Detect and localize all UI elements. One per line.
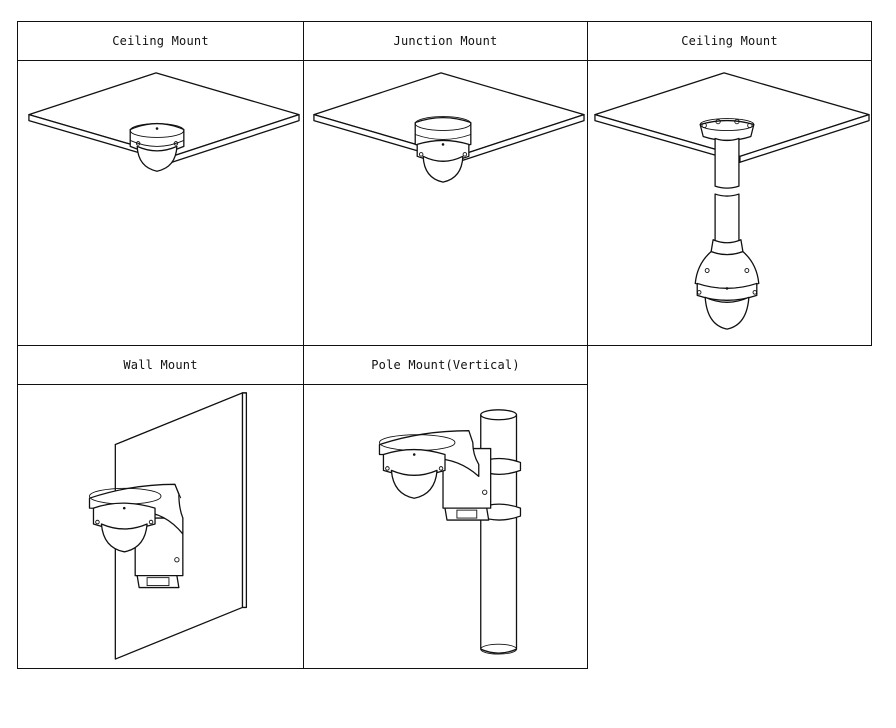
ceiling-mount-illustration — [18, 61, 303, 345]
ceiling-mount-svg — [28, 72, 300, 172]
junction-mount-illustration — [304, 61, 587, 345]
cell-label: Ceiling Mount — [588, 22, 871, 61]
cell-wall-mount: Wall Mount — [17, 345, 304, 669]
cell-ceiling-pendant-mount: Ceiling Mount — [587, 21, 872, 346]
ceiling-pendant-svg — [594, 72, 870, 330]
pole-mount-illustration — [304, 385, 587, 668]
cell-label: Pole Mount(Vertical) — [304, 346, 587, 385]
ceiling-pendant-illustration — [588, 61, 871, 345]
cell-label: Ceiling Mount — [18, 22, 303, 61]
cell-label: Junction Mount — [304, 22, 587, 61]
wall-mount-svg — [88, 392, 248, 660]
junction-mount-svg — [313, 72, 585, 183]
pole-mount-svg — [378, 409, 522, 655]
cell-junction-mount: Junction Mount — [303, 21, 588, 346]
cell-label: Wall Mount — [18, 346, 303, 385]
mount-diagram-grid: Ceiling Mount Junction Mount — [17, 21, 872, 669]
cell-ceiling-mount: Ceiling Mount — [17, 21, 304, 346]
cell-pole-mount: Pole Mount(Vertical) — [303, 345, 588, 669]
wall-mount-illustration — [18, 385, 303, 668]
